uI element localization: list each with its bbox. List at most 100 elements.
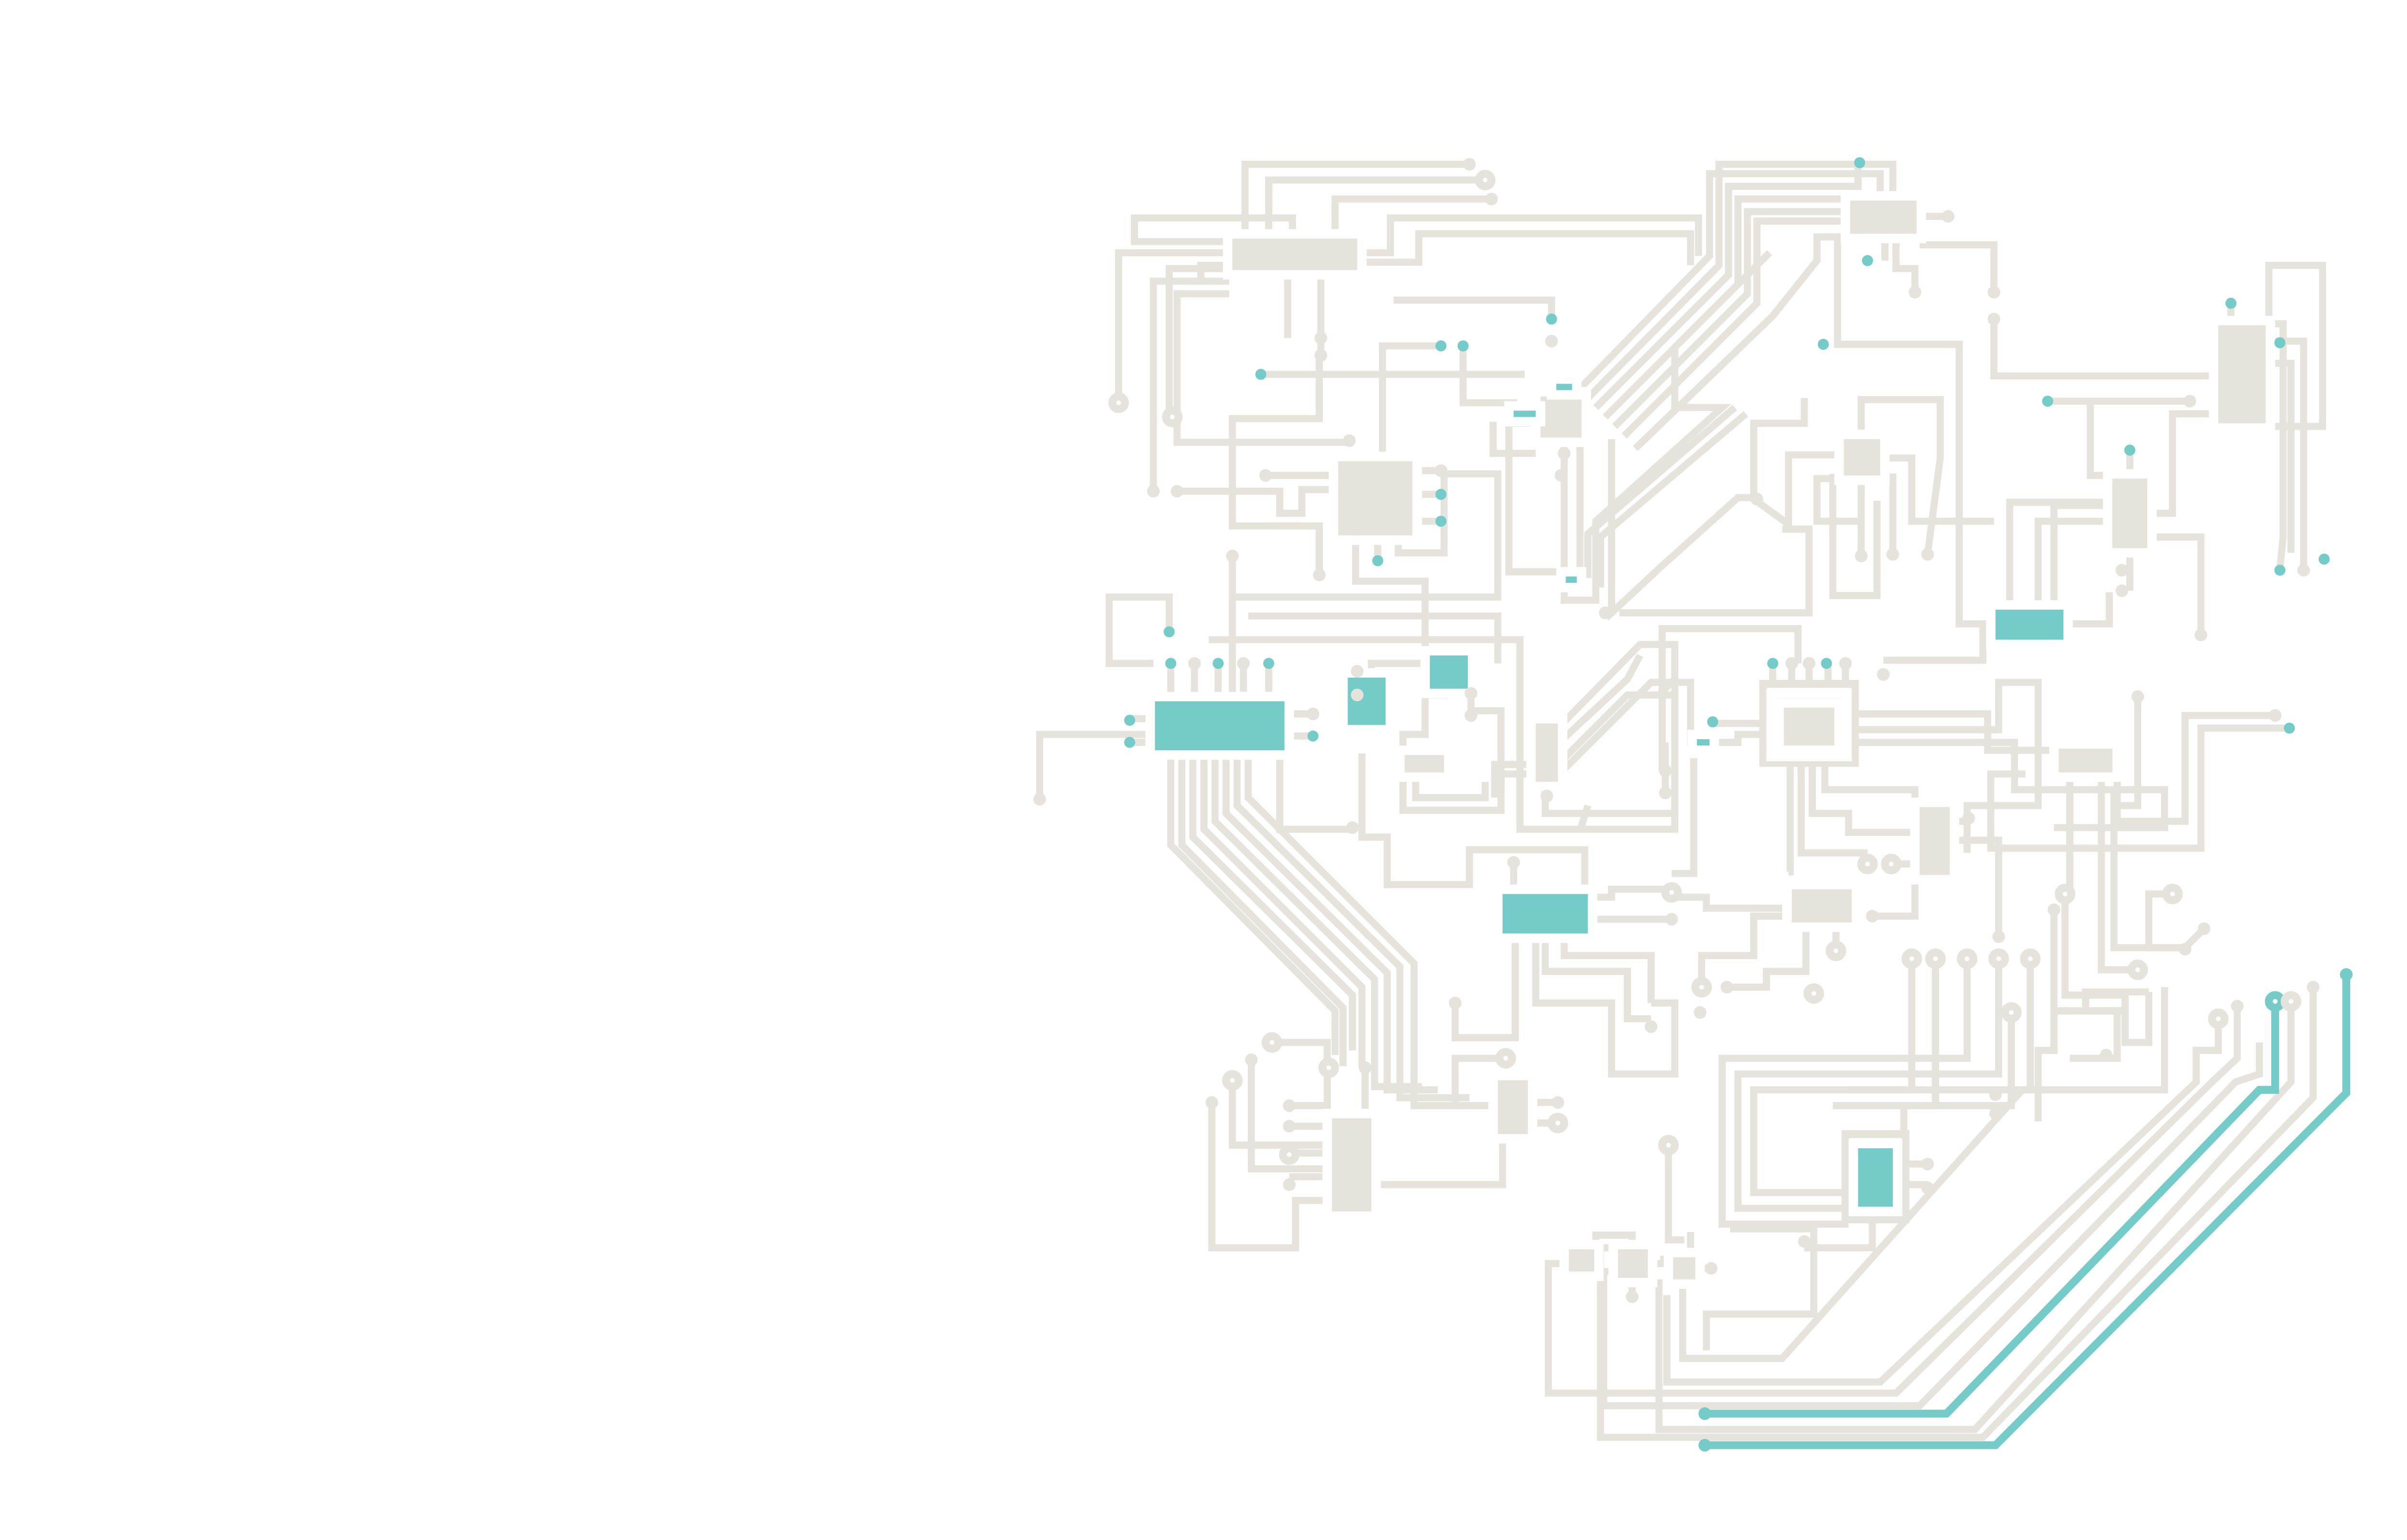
circuit-trace <box>1577 804 1592 832</box>
via-ring <box>1108 392 1129 413</box>
circuit-trace <box>1557 654 1643 745</box>
solder-pad <box>1507 856 1520 869</box>
circuit-trace <box>1233 753 1470 1102</box>
circuit-trace <box>1588 886 1670 901</box>
solder-pad <box>2183 395 2197 408</box>
solder-pad <box>1457 340 1469 352</box>
solder-pad <box>1164 626 1175 638</box>
via-ring <box>2055 884 2075 904</box>
chip <box>1329 451 1422 545</box>
solder-pad <box>1839 657 1852 670</box>
circuit-trace <box>1560 935 1655 1003</box>
circuit-trace <box>1608 439 1757 621</box>
circuit-trace <box>1289 1102 1329 1181</box>
circuit-trace-accent <box>1705 975 2351 1450</box>
circuit-trace <box>1953 836 2003 932</box>
circuit-trace <box>2086 401 2109 479</box>
solder-pad <box>1707 716 1719 728</box>
via-ring <box>2265 991 2286 1012</box>
solder-pad <box>2284 722 2295 734</box>
solder-pad <box>2115 564 2128 577</box>
circuit-trace <box>1560 250 1773 604</box>
circuit-trace <box>1229 1080 1329 1149</box>
circuit-trace <box>1131 214 1296 245</box>
chip <box>1526 714 1567 792</box>
circuit-trace <box>1399 770 1533 814</box>
circuit-trace <box>1671 758 1697 877</box>
circuit-trace <box>2269 320 2287 569</box>
circuit-trace <box>1804 1216 1876 1252</box>
solder-pad <box>2131 690 2144 703</box>
solder-pad <box>1554 469 1567 482</box>
solder-pad <box>1245 1053 1258 1066</box>
circuit-trace <box>1229 470 1501 601</box>
solder-pad <box>1862 255 1873 267</box>
circuit-trace <box>1265 176 1486 234</box>
circuit-trace <box>1467 692 1505 790</box>
solder-pad <box>1124 715 1136 726</box>
circuit-trace <box>1036 731 1151 798</box>
solder-pad <box>1485 192 1498 205</box>
circuit-trace <box>1491 761 1533 798</box>
circuit-trace <box>2150 533 2205 634</box>
solder-pad <box>1540 790 1553 803</box>
solder-pad <box>1314 332 1327 345</box>
via-ring <box>2162 884 2183 904</box>
solder-pad <box>1659 786 1672 799</box>
via-ring <box>1691 976 1712 998</box>
circuit-trace <box>1208 1102 1329 1252</box>
via-ring <box>1162 407 1183 427</box>
chip <box>1782 880 1862 932</box>
via-ring <box>1956 948 1978 969</box>
circuit-trace <box>1572 426 1584 582</box>
solder-pad <box>1941 210 1954 223</box>
circuit-trace <box>1750 398 1841 532</box>
circuit-trace <box>1150 277 1229 491</box>
circuit-traces <box>1036 160 2351 1450</box>
circuit-trace <box>1276 753 1353 833</box>
solder-pad <box>2225 297 2237 309</box>
solder-pad <box>1449 996 1462 1010</box>
solder-pad <box>2194 629 2208 642</box>
circuit-trace <box>1786 758 1794 876</box>
solder-pad <box>1283 1178 1296 1191</box>
solder-pad <box>2274 337 2286 348</box>
circuit-trace <box>1248 1058 1329 1173</box>
chip-accent <box>1687 730 1719 755</box>
solder-pad <box>2306 981 2320 994</box>
solder-pad <box>1802 657 1816 670</box>
solder-pad <box>1237 657 1250 670</box>
circuit-trace <box>1655 1001 2295 1433</box>
circuit-trace <box>1284 275 1325 356</box>
solder-pad <box>1263 657 1274 669</box>
solder-pad <box>1599 606 1612 619</box>
circuit-trace <box>1373 1137 1506 1188</box>
solder-pad <box>1346 821 1359 834</box>
chip <box>1774 698 1844 755</box>
circuit-trace <box>1883 620 1994 664</box>
circuit-trace <box>2229 262 2326 430</box>
chip <box>1840 191 1926 244</box>
solder-pad <box>1188 657 1201 670</box>
solder-pad <box>1992 930 2005 943</box>
solder-pad <box>2274 565 2286 576</box>
circuit-trace <box>1990 319 2215 380</box>
chip <box>1664 1247 1705 1289</box>
circuit-trace <box>1809 758 1915 836</box>
solder-pad <box>1665 913 1678 926</box>
solder-pad <box>1313 568 1326 581</box>
circuit-trace <box>2034 517 2109 607</box>
circuit-trace <box>1379 342 1441 458</box>
chip-accent <box>1556 567 1587 592</box>
chip <box>1608 1240 1657 1287</box>
solder-pad <box>1283 1119 1296 1133</box>
circuit-trace <box>2269 359 2295 553</box>
circuit-trace <box>1632 233 1849 451</box>
solder-pad <box>1545 334 1558 348</box>
circuit-trace <box>1451 1054 1498 1106</box>
circuit-trace <box>1730 925 1810 991</box>
via-ring <box>2127 959 2148 980</box>
circuit-trace <box>1545 1006 2241 1397</box>
solder-pad <box>1626 1290 1639 1303</box>
chip <box>2103 469 2157 558</box>
